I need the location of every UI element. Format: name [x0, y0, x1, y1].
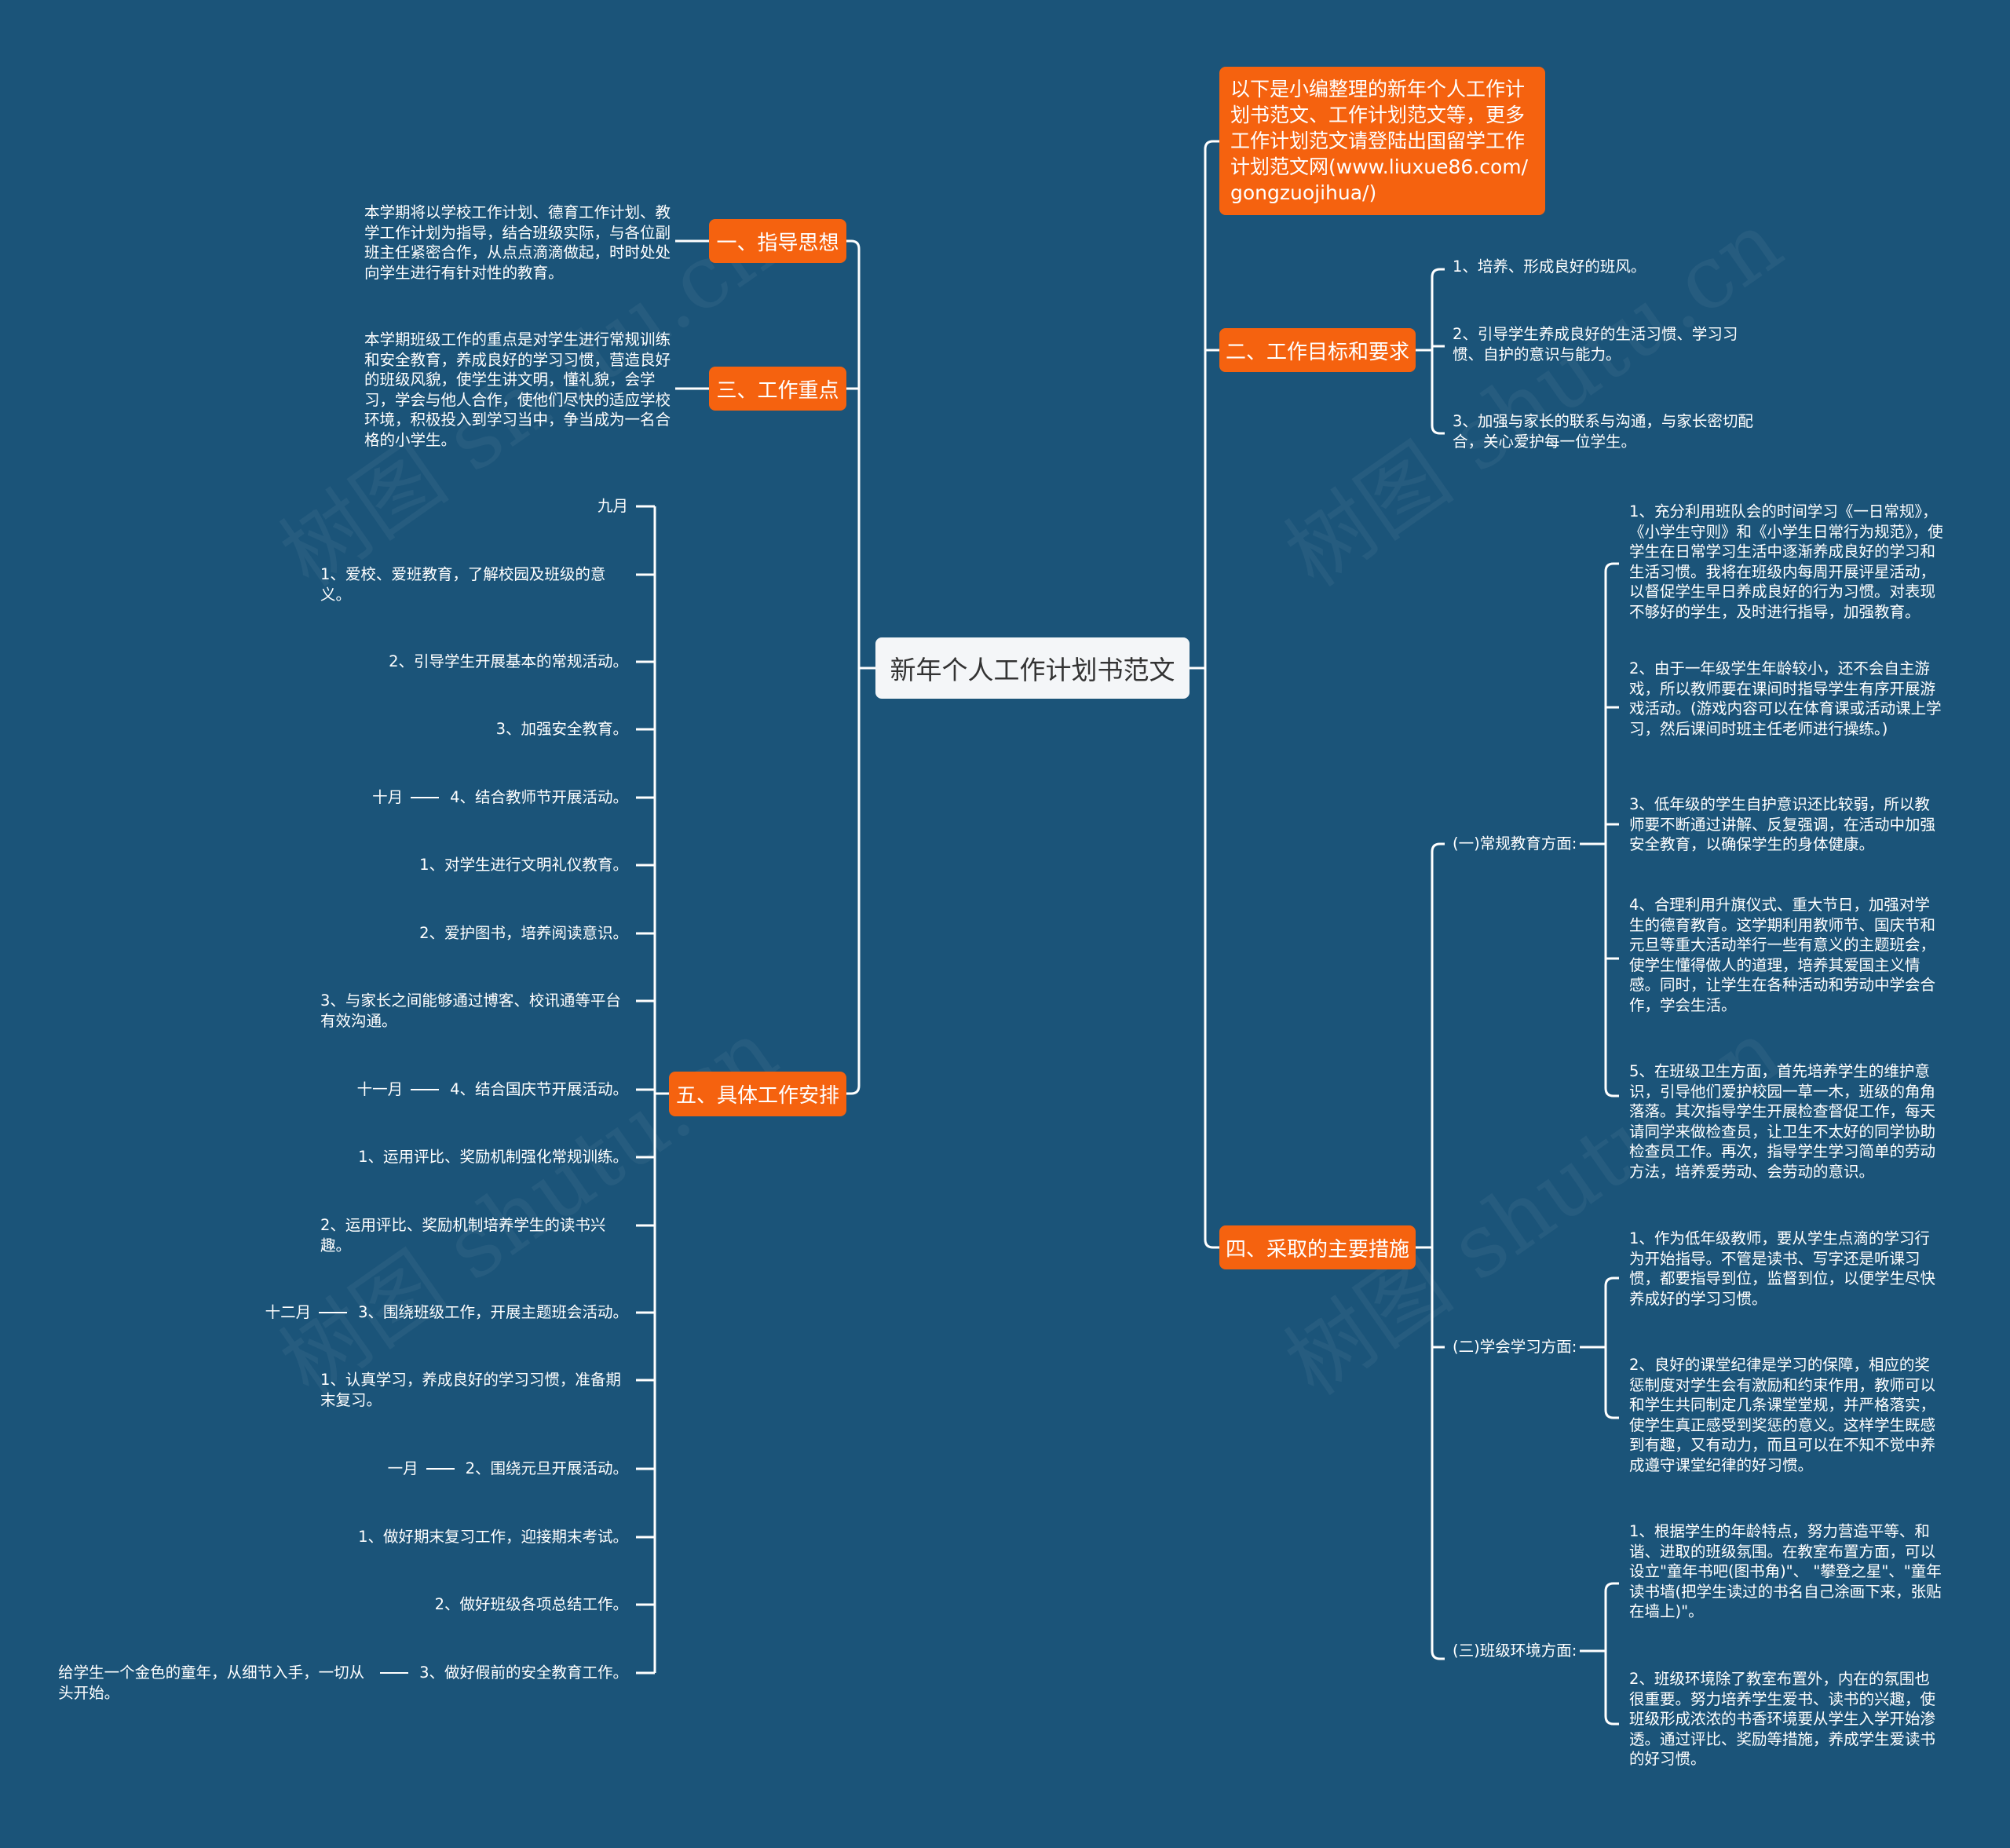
topic-goals[interactable]: 二、工作目标和要求	[1219, 328, 1416, 372]
schedule-item-text: 3、加强安全教育。	[495, 720, 628, 738]
month-label: 十二月	[265, 1303, 312, 1321]
schedule-item[interactable]: 3、与家长之间能够通过博客、校讯通等平台有效沟通。	[320, 991, 628, 1031]
topic-focus[interactable]: 三、工作重点	[709, 367, 846, 411]
measure-item[interactable]: 1、充分利用班队会的时间学习《一日常规》，《小学生守则》和《小学生日常行为规范》…	[1629, 502, 1943, 621]
schedule-item-text: 3、与家长之间能够通过博客、校讯通等平台有效沟通。	[320, 992, 621, 1030]
connector-dash	[411, 797, 440, 798]
topic-measures[interactable]: 四、采取的主要措施	[1219, 1225, 1416, 1269]
schedule-item-text: 2、围绕元旦开展活动。	[465, 1459, 628, 1477]
measure-group-label[interactable]: (一)常规教育方面:	[1453, 835, 1577, 853]
schedule-item-text: 4、结合国庆节开展活动。	[450, 1080, 628, 1098]
schedule-item[interactable]: 十一月 4、结合国庆节开展活动。	[357, 1079, 628, 1100]
root-topic[interactable]: 新年个人工作计划书范文	[875, 637, 1190, 699]
measure-item[interactable]: 4、合理利用升旗仪式、重大节日，加强对学生的德育教育。这学期利用教师节、国庆节和…	[1629, 896, 1936, 1014]
measure-item[interactable]: 1、根据学生的年龄特点，努力营造平等、和谐、进取的班级氛围。在教室布置方面，可以…	[1629, 1522, 1942, 1620]
intro-node[interactable]: 以下是小编整理的新年个人工作计划书范文、工作计划范文等，更多工作计划范文请登陆出…	[1219, 67, 1545, 215]
month-label: 十月	[372, 788, 404, 806]
schedule-item[interactable]: 3、加强安全教育。	[496, 719, 628, 740]
measure-item[interactable]: 2、良好的课堂纪律是学习的保障，相应的奖惩制度对学生会有激励和约束作用，教师可以…	[1629, 1356, 1936, 1474]
goal-item[interactable]: 2、引导学生养成良好的生活习惯、学习习惯、自护的意识与能力。	[1453, 325, 1738, 363]
schedule-item-text: 九月	[597, 497, 628, 515]
month-label: 给学生一个金色的童年，从细节入手，一切从头开始。	[58, 1664, 365, 1702]
schedule-item[interactable]: 一月 2、围绕元旦开展活动。	[388, 1459, 628, 1479]
schedule-item-text: 2、运用评比、奖励机制培养学生的读书兴趣。	[320, 1216, 606, 1255]
schedule-item[interactable]: 十月 4、结合教师节开展活动。	[372, 787, 628, 808]
schedule-item-text: 1、爱校、爱班教育，了解校园及班级的意义。	[320, 565, 606, 604]
schedule-item[interactable]: 1、运用评比、奖励机制强化常规训练。	[358, 1147, 628, 1167]
connector-dash	[411, 1089, 440, 1090]
schedule-item-text: 3、做好假前的安全教育工作。	[419, 1664, 628, 1682]
measure-item[interactable]: 5、在班级卫生方面，首先培养学生的维护意识，引导他们爱护校园一草一木，班级的角角…	[1629, 1062, 1936, 1181]
schedule-item-text: 3、围绕班级工作，开展主题班会活动。	[358, 1303, 628, 1321]
goal-item[interactable]: 3、加强与家长的联系与沟通，与家长密切配合，关心爱护每一位学生。	[1453, 412, 1753, 451]
schedule-item-text: 2、引导学生开展基本的常规活动。	[389, 652, 628, 670]
measure-item[interactable]: 1、作为低年级教师，要从学生点滴的学习行为开始指导。不管是读书、写字还是听课习惯…	[1629, 1229, 1936, 1308]
measure-item[interactable]: 2、班级环境除了教室布置外，内在的氛围也很重要。努力培养学生爱书、读书的兴趣，使…	[1629, 1670, 1936, 1768]
measure-group-label[interactable]: (三)班级环境方面:	[1453, 1642, 1577, 1660]
schedule-item[interactable]: 九月	[598, 496, 628, 517]
connector-dash	[319, 1312, 348, 1313]
month-label: 十一月	[356, 1080, 404, 1098]
focus-text: 本学期班级工作的重点是对学生进行常规训练和安全教育，养成良好的学习习惯，营造良好…	[364, 331, 671, 449]
schedule-item-text: 1、对学生进行文明礼仪教育。	[419, 856, 628, 874]
connector-dash	[380, 1672, 409, 1674]
connector-dash	[426, 1468, 455, 1470]
schedule-item[interactable]: 2、爱护图书，培养阅读意识。	[419, 923, 628, 944]
goal-item[interactable]: 1、培养、形成良好的班风。	[1453, 257, 1646, 276]
schedule-item[interactable]: 1、对学生进行文明礼仪教育。	[419, 855, 628, 875]
schedule-item[interactable]: 1、爱校、爱班教育，了解校园及班级的意义。	[320, 564, 628, 604]
schedule-item[interactable]: 2、运用评比、奖励机制培养学生的读书兴趣。	[320, 1215, 628, 1255]
schedule-item-text: 1、认真学习，养成良好的学习习惯，准备期末复习。	[320, 1371, 621, 1409]
measure-group-label[interactable]: (二)学会学习方面:	[1453, 1338, 1577, 1356]
measure-item[interactable]: 3、低年级的学生自护意识还比较弱，所以教师要不断通过讲解、反复强调，在活动中加强…	[1629, 795, 1936, 853]
schedule-item[interactable]: 给学生一个金色的童年，从细节入手，一切从头开始。 3、做好假前的安全教育工作。	[58, 1663, 628, 1703]
guide-text: 本学期将以学校工作计划、德育工作计划、教学工作计划为指导，结合班级实际，与各位副…	[364, 203, 671, 282]
measure-item[interactable]: 2、由于一年级学生年龄较小，还不会自主游戏，所以教师要在课间时指导学生有序开展游…	[1629, 659, 1942, 738]
month-label: 一月	[387, 1459, 418, 1477]
schedule-item-text: 1、做好期末复习工作，迎接期末考试。	[358, 1528, 628, 1546]
topic-guide[interactable]: 一、指导思想	[709, 219, 846, 263]
schedule-item[interactable]: 2、引导学生开展基本的常规活动。	[389, 652, 628, 672]
schedule-item[interactable]: 十二月 3、围绕班级工作，开展主题班会活动。	[265, 1302, 628, 1323]
schedule-item-text: 4、结合教师节开展活动。	[450, 788, 628, 806]
schedule-item[interactable]: 2、做好班级各项总结工作。	[435, 1594, 628, 1615]
schedule-item[interactable]: 1、做好期末复习工作，迎接期末考试。	[358, 1527, 628, 1547]
topic-schedule[interactable]: 五、具体工作安排	[669, 1072, 846, 1116]
schedule-item-text: 1、运用评比、奖励机制强化常规训练。	[358, 1148, 628, 1166]
schedule-item-text: 2、爱护图书，培养阅读意识。	[419, 924, 628, 942]
schedule-item[interactable]: 1、认真学习，养成良好的学习习惯，准备期末复习。	[320, 1370, 628, 1410]
schedule-item-text: 2、做好班级各项总结工作。	[434, 1595, 628, 1613]
